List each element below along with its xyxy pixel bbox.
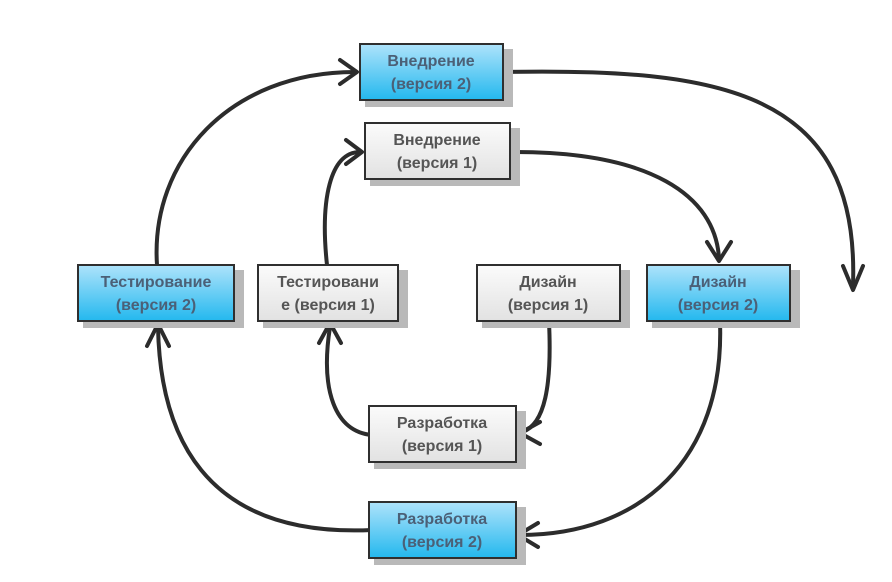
node-dev-v2: Разработка (версия 2) — [368, 501, 526, 565]
arrow-test-v1-to-deploy-v1 — [322, 150, 362, 267]
arrow-dev-v1-to-test-v1 — [325, 325, 374, 437]
node-test-v2-line2: (версия 2) — [116, 297, 196, 314]
node-dev-v2-line2: (версия 2) — [402, 534, 482, 551]
node-design-v1-line2: (версия 1) — [508, 297, 588, 314]
arrow-design-v2-to-dev-v2 — [518, 320, 723, 537]
node-test-v1-line2: е (версия 1) — [281, 297, 375, 314]
node-dev-v1-line1: Разработка — [397, 415, 487, 432]
node-deploy-v1-line1: Внедрение — [393, 132, 480, 149]
arrow-test-v2-to-deploy-v2 — [154, 70, 357, 267]
arrow-deploy-v1-to-design-v2 — [513, 150, 721, 260]
arrow-deploy-v2-to-next — [501, 69, 856, 287]
arrowhead-design-v2 — [705, 240, 733, 263]
node-design-v2-line1: Дизайн — [689, 274, 746, 291]
node-deploy-v1: Внедрение (версия 1) — [364, 122, 520, 186]
arrowhead-next-iteration — [841, 264, 865, 292]
arrowhead-deploy-v2 — [338, 58, 359, 86]
node-design-v1-line1: Дизайн — [519, 274, 576, 291]
node-test-v2-line1: Тестирование — [101, 274, 212, 291]
node-test-v1: Тестировани е (версия 1) — [257, 264, 408, 328]
arrow-dev-v2-to-test-v2 — [156, 325, 374, 533]
arrowhead-deploy-v1 — [344, 138, 364, 166]
node-test-v2: Тестирование (версия 2) — [77, 264, 244, 328]
node-deploy-v1-line2: (версия 1) — [397, 155, 477, 172]
arrow-design-v1-to-dev-v1 — [520, 320, 552, 434]
node-dev-v1: Разработка (версия 1) — [368, 405, 526, 469]
node-test-v1-line1: Тестировани — [277, 274, 379, 291]
node-dev-v1-line2: (версия 1) — [402, 438, 482, 455]
node-design-v2-line2: (версия 2) — [678, 297, 758, 314]
node-deploy-v2-line1: Внедрение — [387, 53, 474, 70]
node-deploy-v2-line2: (версия 2) — [391, 76, 471, 93]
node-design-v2: Дизайн (версия 2) — [646, 264, 800, 328]
node-deploy-v2: Внедрение (версия 2) — [359, 43, 513, 107]
node-design-v1: Дизайн (версия 1) — [476, 264, 630, 328]
node-dev-v2-line1: Разработка — [397, 511, 487, 528]
